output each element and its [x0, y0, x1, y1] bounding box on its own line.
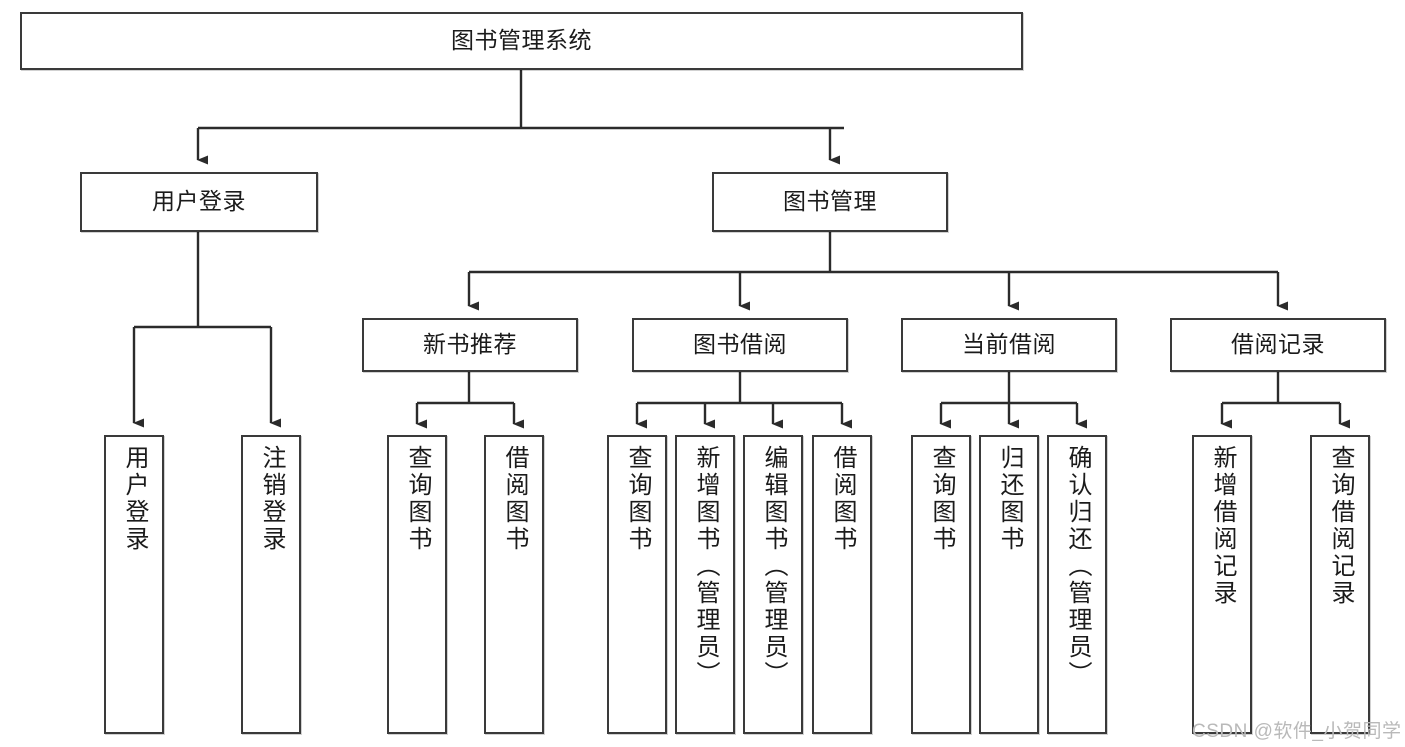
node-label: 图书借阅 — [693, 331, 787, 358]
node-label: 确认归还（管理员） — [1064, 445, 1091, 688]
leaf-query-book-current[interactable]: 查询图书 — [911, 435, 971, 734]
leaf-borrow-book-recommend[interactable]: 借阅图书 — [484, 435, 544, 734]
leaf-query-book-recommend[interactable]: 查询图书 — [387, 435, 447, 734]
node-label: 查询借阅记录 — [1327, 445, 1354, 607]
leaf-query-book-borrow[interactable]: 查询图书 — [607, 435, 667, 734]
leaf-user-login[interactable]: 用户登录 — [104, 435, 164, 734]
node-book-management[interactable]: 图书管理 — [712, 172, 948, 232]
leaf-borrow-book[interactable]: 借阅图书 — [812, 435, 872, 734]
node-label: 用户登录 — [121, 445, 148, 553]
csdn-watermark: CSDN @软件_小贺同学 — [1192, 721, 1402, 742]
node-label: 新增图书（管理员） — [692, 445, 719, 688]
node-label: 编辑图书（管理员） — [760, 445, 787, 688]
node-label: 新增借阅记录 — [1209, 445, 1236, 607]
node-user-login[interactable]: 用户登录 — [80, 172, 318, 232]
leaf-query-borrow-record[interactable]: 查询借阅记录 — [1310, 435, 1370, 734]
node-label: 借阅记录 — [1231, 331, 1325, 358]
node-label: 查询图书 — [624, 445, 651, 553]
node-label: 借阅图书 — [829, 445, 856, 553]
leaf-add-borrow-record[interactable]: 新增借阅记录 — [1192, 435, 1252, 734]
node-label: 图书管理 — [783, 188, 877, 215]
node-label: 图书管理系统 — [451, 27, 592, 54]
node-label: 用户登录 — [152, 188, 246, 215]
node-label: 查询图书 — [928, 445, 955, 553]
node-label: 查询图书 — [404, 445, 431, 553]
node-book-borrow[interactable]: 图书借阅 — [632, 318, 848, 372]
leaf-return-book[interactable]: 归还图书 — [979, 435, 1039, 734]
leaf-edit-book-admin[interactable]: 编辑图书（管理员） — [743, 435, 803, 734]
node-new-book-recommend[interactable]: 新书推荐 — [362, 318, 578, 372]
node-label: 归还图书 — [996, 445, 1023, 553]
node-label: 新书推荐 — [423, 331, 517, 358]
leaf-confirm-return-admin[interactable]: 确认归还（管理员） — [1047, 435, 1107, 734]
node-label: 注销登录 — [258, 445, 285, 553]
node-label: 借阅图书 — [501, 445, 528, 553]
node-label: 当前借阅 — [962, 331, 1056, 358]
leaf-add-book-admin[interactable]: 新增图书（管理员） — [675, 435, 735, 734]
leaf-logout[interactable]: 注销登录 — [241, 435, 301, 734]
node-current-borrow[interactable]: 当前借阅 — [901, 318, 1117, 372]
node-root-book-management-system[interactable]: 图书管理系统 — [20, 12, 1023, 70]
node-borrow-records[interactable]: 借阅记录 — [1170, 318, 1386, 372]
